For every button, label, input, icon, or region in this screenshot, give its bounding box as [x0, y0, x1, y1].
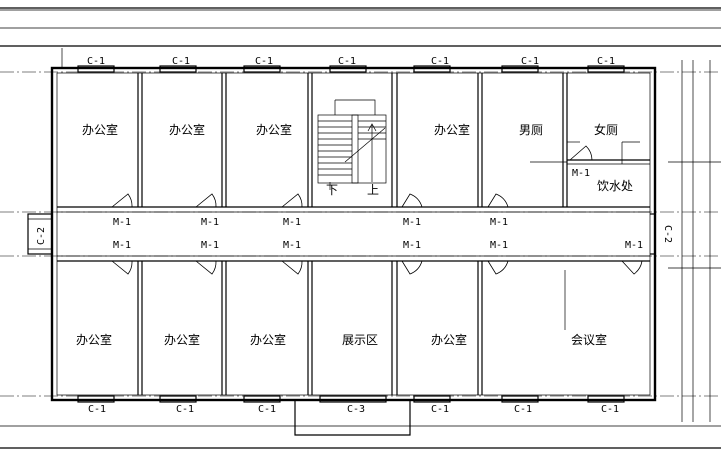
window-label: C-1 — [514, 404, 532, 415]
door-labels: M-1 M-1 M-1 M-1 M-1 M-1 M-1 M-1 M-1 M-1 … — [113, 168, 643, 251]
stair-up-label: 上 — [367, 183, 379, 197]
room-label-office-top-3: 办公室 — [256, 122, 292, 137]
door-label: M-1 — [201, 217, 219, 228]
window-label: C-1 — [601, 404, 619, 415]
door-label: M-1 — [283, 217, 301, 228]
stair-down-label: 下 — [326, 183, 338, 197]
window-label: C-1 — [172, 56, 190, 67]
window-label: C-1 — [255, 56, 273, 67]
room-label-mens-restroom: 男厕 — [519, 123, 543, 137]
door-label: M-1 — [625, 240, 643, 251]
window-label: C-1 — [338, 56, 356, 67]
title-block-lines — [0, 7, 721, 449]
door-swings — [111, 145, 643, 275]
door-label: M-1 — [113, 240, 131, 251]
window-label: C-1 — [431, 404, 449, 415]
room-label-office-bottom-1: 办公室 — [76, 332, 112, 347]
room-label-office-bottom-4: 办公室 — [431, 332, 467, 347]
door-label: M-1 — [201, 240, 219, 251]
window-label-right: C-2 — [662, 225, 673, 243]
door-label: M-1 — [490, 240, 508, 251]
south-partitions — [137, 261, 566, 395]
window-label: C-1 — [258, 404, 276, 415]
window-label: C-1 — [431, 56, 449, 67]
room-label-office-top-1: 办公室 — [82, 122, 118, 137]
door-label: M-1 — [403, 240, 421, 251]
window-labels: C-1 C-1 C-1 C-1 C-1 C-1 C-1 C-1 C-1 C-1 … — [36, 56, 673, 415]
room-label-office-top-2: 办公室 — [169, 122, 205, 137]
window-label: C-1 — [176, 404, 194, 415]
corridor-walls — [57, 206, 650, 262]
room-label-office-bottom-3: 办公室 — [250, 332, 286, 347]
dimension-lines — [61, 48, 711, 422]
room-label-meeting-room: 会议室 — [571, 332, 607, 347]
window-label: C-1 — [88, 404, 106, 415]
staircase — [317, 99, 387, 190]
window-label: C-1 — [597, 56, 615, 67]
window-label: C-1 — [521, 56, 539, 67]
exterior-walls — [27, 66, 657, 436]
room-label-womens-restroom: 女厕 — [594, 122, 618, 137]
north-partitions — [137, 73, 650, 207]
window-label: C-3 — [347, 404, 365, 415]
room-label-water-station: 饮水处 — [597, 179, 633, 193]
door-label: M-1 — [113, 217, 131, 228]
door-label: M-1 — [283, 240, 301, 251]
window-label-left: C-2 — [36, 227, 47, 245]
door-label: M-1 — [490, 217, 508, 228]
room-label-office-top-4: 办公室 — [434, 122, 470, 137]
door-label-restroom: M-1 — [572, 168, 590, 179]
room-label-office-bottom-2: 办公室 — [164, 332, 200, 347]
room-label-exhibition-area: 展示区 — [342, 333, 378, 347]
door-label: M-1 — [403, 217, 421, 228]
window-marks — [77, 65, 625, 403]
room-labels: 办公室 办公室 办公室 办公室 男厕 女厕 饮水处 办公室 办公室 办公室 展示… — [76, 122, 633, 347]
window-label: C-1 — [87, 56, 105, 67]
